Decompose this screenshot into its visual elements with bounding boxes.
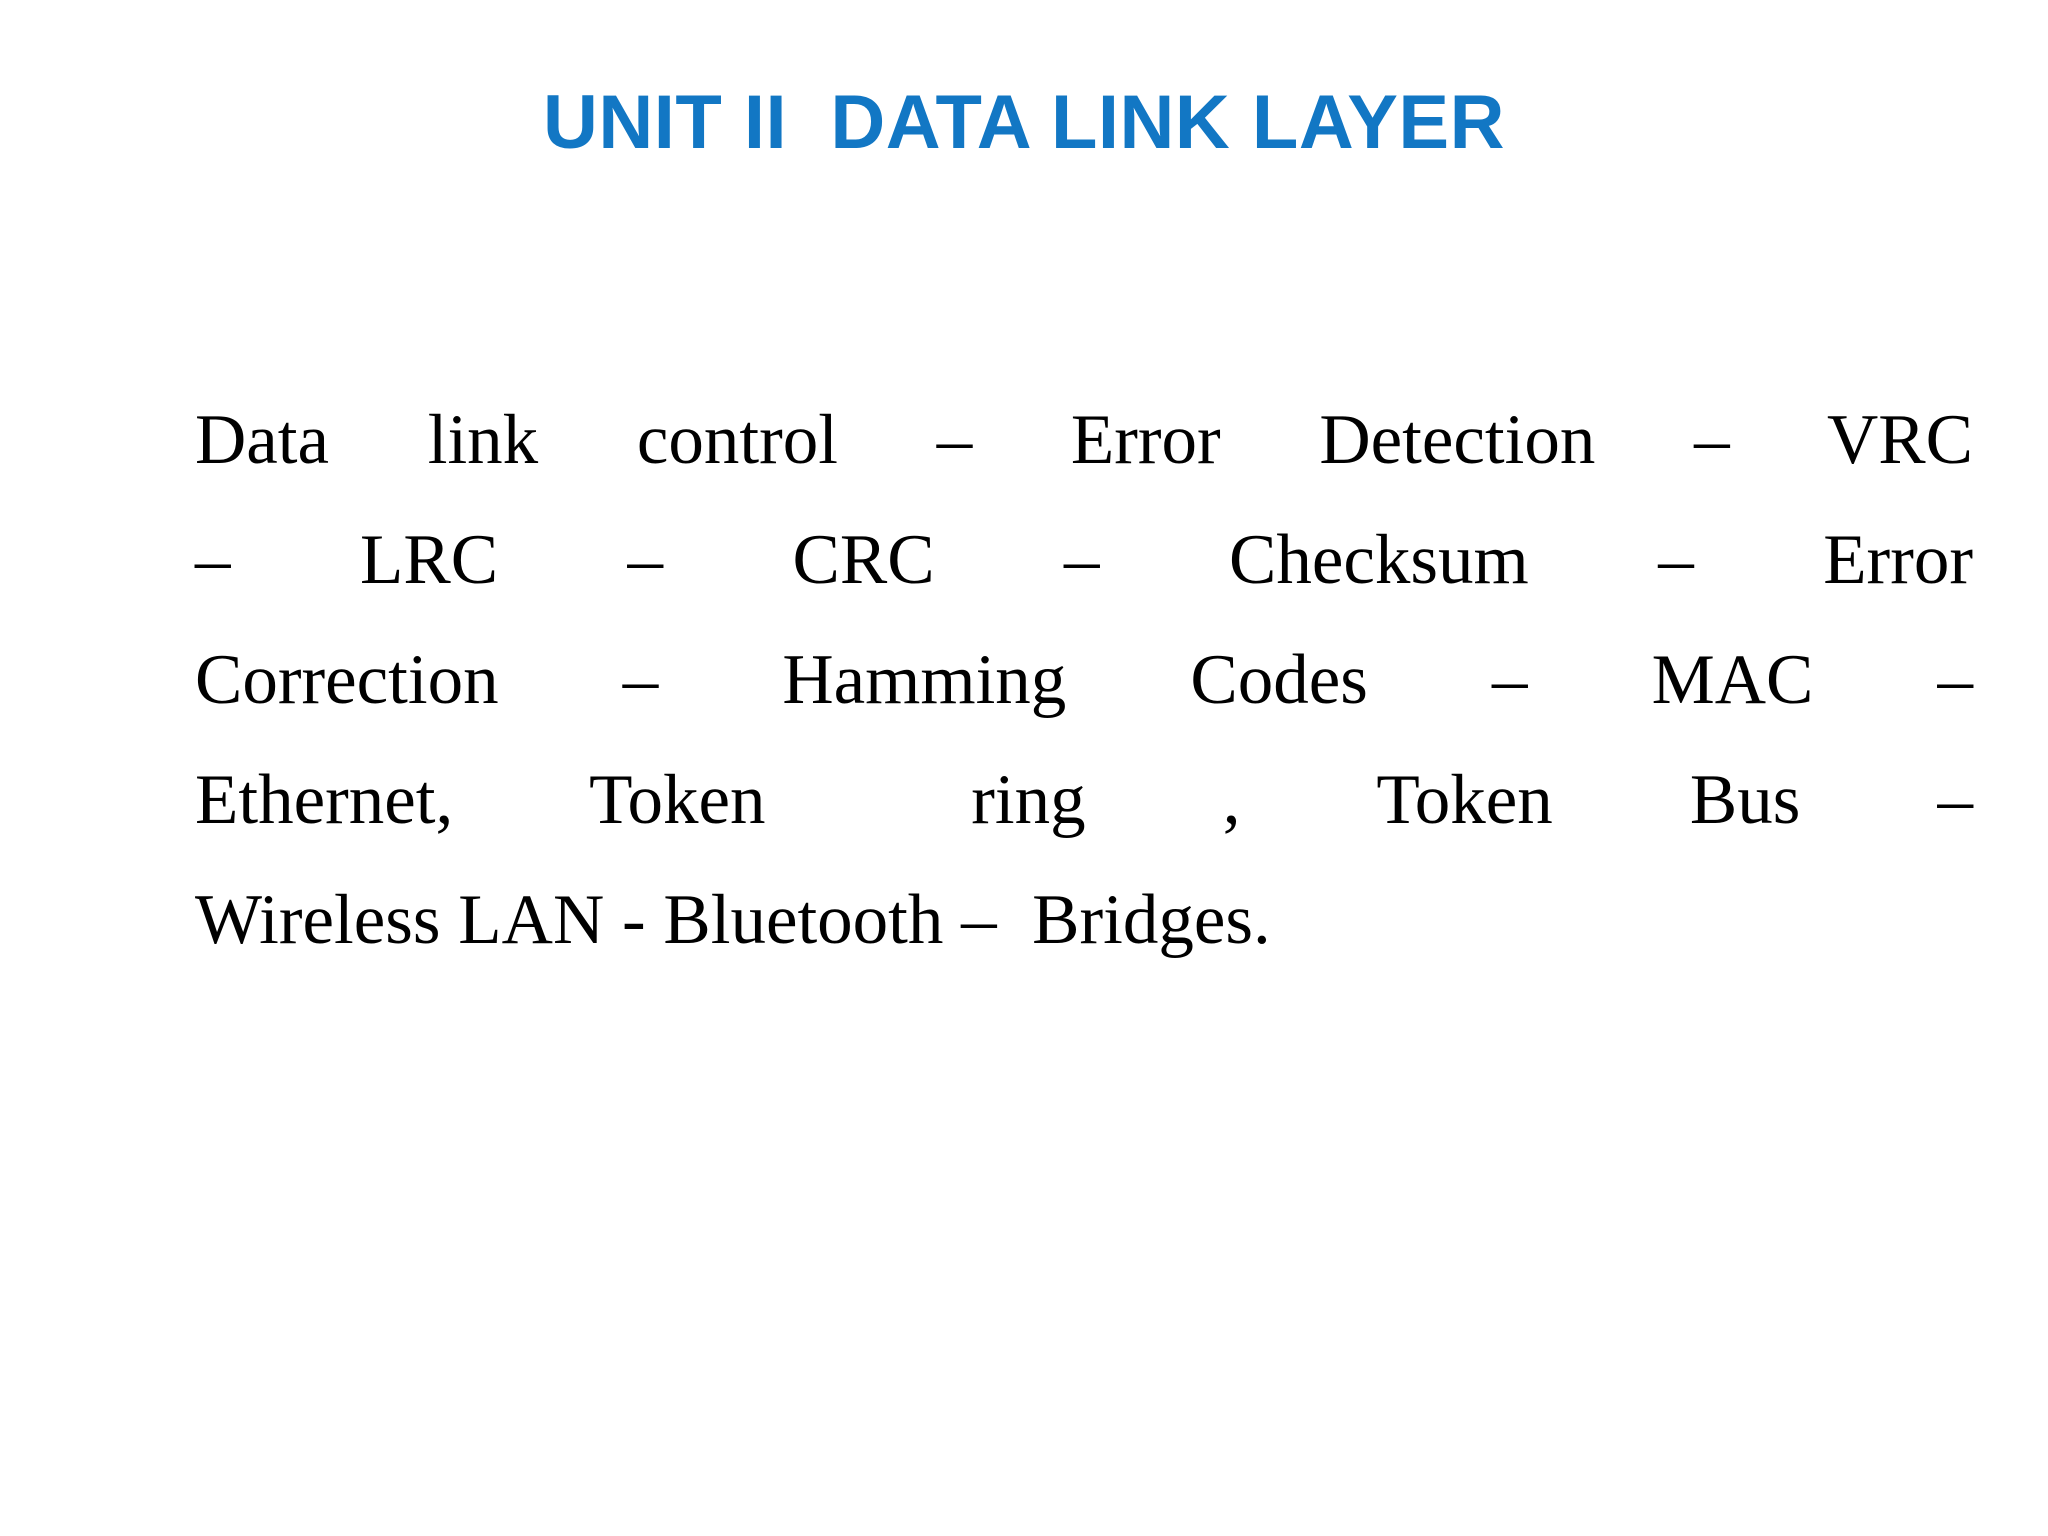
page-title: UNIT II DATA LINK LAYER [543,80,1505,165]
body-line-3: Correction – Hamming Codes – MAC – [195,641,1973,719]
body-line-5: Wireless LAN - Bluetooth – Bridges. [195,881,1271,959]
slide-body-paragraph: Data link control – Error Detection – VR… [195,380,1973,980]
body-line-2: – LRC – CRC – Checksum – Error [195,521,1973,599]
body-line-4: Ethernet, Token ring , Token Bus – [195,761,1973,839]
body-line-1: Data link control – Error Detection – VR… [195,401,1973,479]
slide-body-textbox: Data link control – Error Detection – VR… [195,380,1973,980]
